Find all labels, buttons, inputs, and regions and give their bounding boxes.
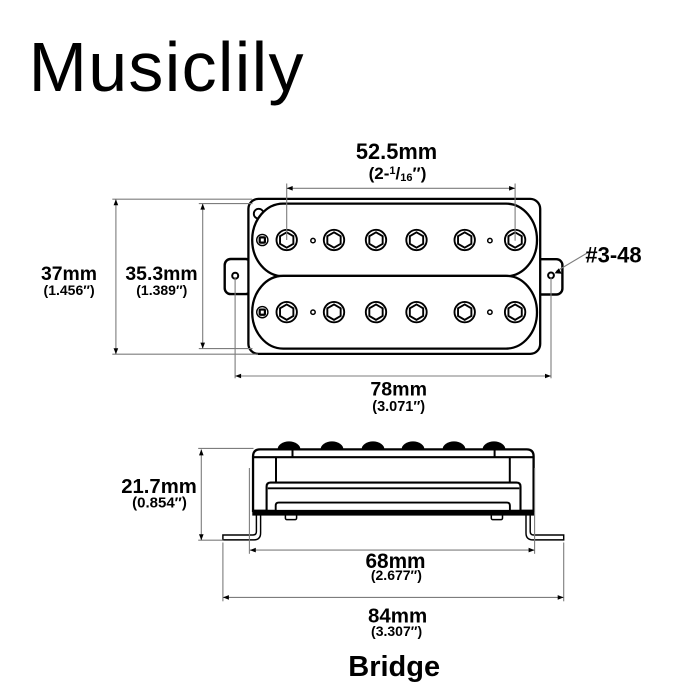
svg-text:(3.071″): (3.071″) [372,399,425,415]
svg-text:(2.677″): (2.677″) [371,567,422,583]
svg-text:78mm: 78mm [370,379,427,401]
svg-text:(1.456″): (1.456″) [44,282,95,298]
svg-text:35.3mm: 35.3mm [125,263,197,285]
svg-text:52.5mm: 52.5mm [356,139,437,164]
svg-text:68mm: 68mm [365,550,425,573]
svg-text:37mm: 37mm [41,263,97,285]
svg-text:(3.307″): (3.307″) [371,623,422,639]
svg-text:(0.854″): (0.854″) [132,494,187,511]
svg-text:Musiclily: Musiclily [29,28,305,106]
svg-text:(2-1/16″): (2-1/16″) [369,164,427,184]
svg-text:21.7mm: 21.7mm [121,476,197,498]
svg-text:(1.389″): (1.389″) [136,282,187,298]
svg-text:Bridge: Bridge [348,651,440,683]
svg-text:84mm: 84mm [368,605,427,628]
svg-text:#3-48: #3-48 [585,242,641,267]
